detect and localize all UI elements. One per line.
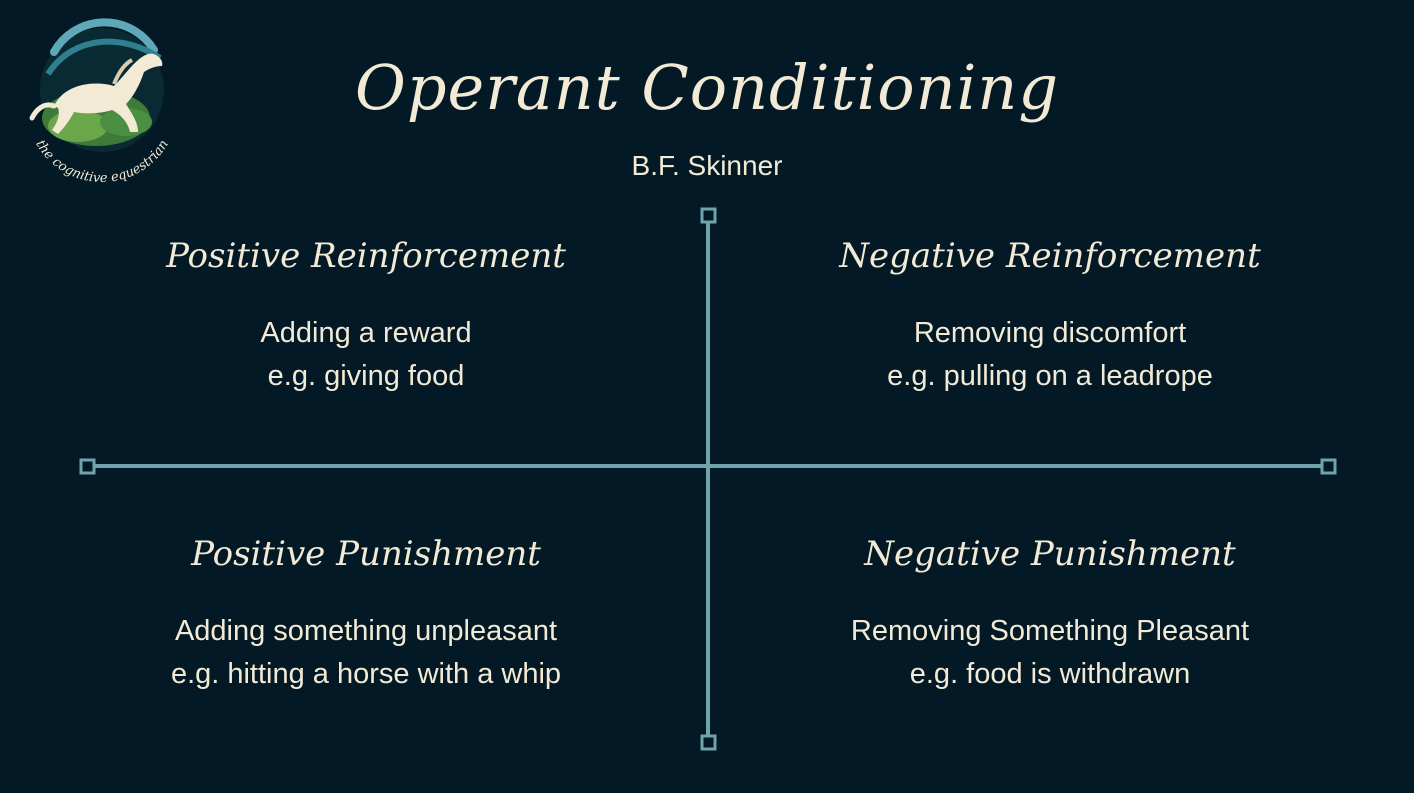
quadrant-description: Adding a reward e.g. giving food [86,312,646,398]
quadrant-negative-punishment: Negative Punishment Removing Something P… [770,532,1330,696]
quadrant-negative-reinforcement: Negative Reinforcement Removing discomfo… [770,234,1330,398]
quadrant-definition: Removing discomfort [913,317,1187,349]
axis-endpoint-top [700,207,717,224]
quadrant-example: e.g. pulling on a leadrope [887,360,1213,392]
quadrant-example: e.g. giving food [267,360,465,392]
quadrant-example: e.g. food is withdrawn [909,658,1191,690]
quadrant-definition: Adding something unpleasant [174,615,558,647]
quadrant-description: Removing discomfort e.g. pulling on a le… [770,312,1330,398]
quadrant-heading: Negative Punishment [864,534,1236,574]
quadrant-description: Removing Something Pleasant e.g. food is… [770,610,1330,696]
brand-logo: the cognitive equestrian [14,14,190,190]
quadrant-positive-reinforcement: Positive Reinforcement Adding a reward e… [86,234,646,398]
quadrant-definition: Adding a reward [260,317,472,349]
axis-endpoint-left [79,458,96,475]
quadrant-positive-punishment: Positive Punishment Adding something unp… [86,532,646,696]
page-title: Operant Conditioning [354,51,1060,124]
quadrant-example: e.g. hitting a horse with a whip [170,658,562,690]
page-subtitle: B.F. Skinner [631,150,783,181]
quadrant-definition: Removing Something Pleasant [850,615,1250,647]
axis-endpoint-right [1320,458,1337,475]
quadrant-heading: Negative Reinforcement [839,236,1261,276]
quadrant-description: Adding something unpleasant e.g. hitting… [86,610,646,696]
horse-logo-icon: the cognitive equestrian [29,18,172,186]
quadrant-heading: Positive Reinforcement [166,236,566,276]
quadrant-heading: Positive Punishment [191,534,541,574]
axis-endpoint-bottom [700,734,717,751]
